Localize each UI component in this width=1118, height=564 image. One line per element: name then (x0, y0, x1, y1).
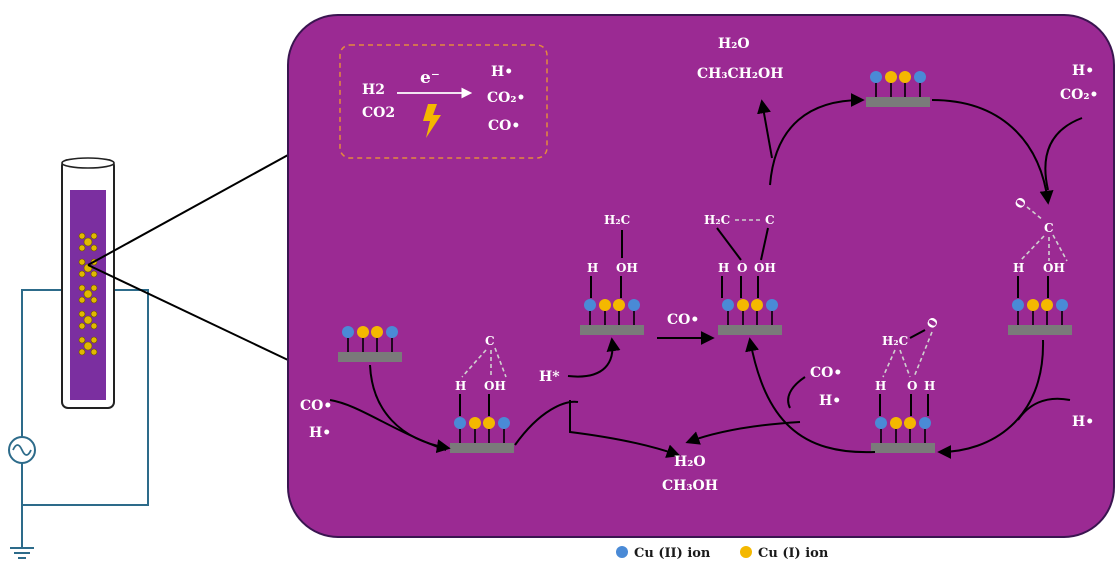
svg-text:H: H (718, 261, 729, 275)
arrow-to-hydroxy (567, 337, 621, 378)
intermediate-c-oh: H C OH (455, 334, 507, 416)
zoom-line-bottom (87, 264, 289, 361)
label-top-h2o: H₂O (718, 36, 750, 52)
reaction-panel (287, 14, 1115, 538)
circuit-wire-left (21, 289, 88, 548)
legend-cu1-swatch (740, 546, 752, 558)
legend: Cu (II) ion Cu (I) ion (616, 546, 829, 561)
lightning-icon (423, 104, 441, 138)
label-methanol: CH₃OH (662, 478, 718, 494)
label-h-star: H* (539, 369, 560, 385)
product-co: CO• (488, 118, 520, 134)
reactant-h2: H2 (362, 82, 385, 98)
arrow-h-in-right (1017, 397, 1071, 421)
reactor-apparatus (8, 154, 289, 559)
reaction-arrows (329, 93, 1083, 459)
label-bottom-h2o: H₂O (674, 454, 706, 470)
svg-text:O: O (737, 261, 747, 275)
svg-text:O: O (907, 379, 917, 393)
arrow-to-methoxy (937, 339, 1045, 459)
svg-text:H₂C: H₂C (882, 334, 908, 348)
svg-text:H₂C: H₂C (604, 213, 630, 227)
svg-text:C: C (485, 334, 495, 348)
legend-cu2-swatch (616, 546, 628, 558)
label-lower-h: H• (819, 393, 841, 409)
label-right-h: H• (1072, 63, 1094, 79)
arrow-to-regenerated (769, 93, 865, 186)
ground-icon (10, 547, 34, 559)
svg-text:C: C (1044, 221, 1054, 235)
arrow-h-co2-in (1044, 117, 1083, 191)
label-left-h: H• (309, 425, 331, 441)
svg-text:H: H (455, 379, 466, 393)
arrow-to-co-site (931, 99, 1054, 205)
svg-text:H: H (875, 379, 886, 393)
legend-cu1-label: Cu (I) ion (758, 546, 829, 561)
svg-text:OH: OH (484, 379, 506, 393)
label-lower-co: CO• (810, 365, 842, 381)
svg-text:H: H (1013, 261, 1024, 275)
label-left-co: CO• (300, 398, 332, 414)
svg-text:OH: OH (754, 261, 776, 275)
circuit-wire-right (22, 289, 149, 506)
svg-text:C: C (765, 213, 775, 227)
svg-text:H₂C: H₂C (704, 213, 730, 227)
product-h: H• (491, 64, 513, 80)
arrow-to-methanol (569, 400, 681, 458)
label-right-h-lower: H• (1072, 414, 1094, 430)
svg-text:H: H (924, 379, 935, 393)
reactant-co2: CO2 (362, 105, 395, 121)
arrow-co-h-in-lower (787, 376, 806, 409)
label-mid-co: CO• (667, 312, 699, 328)
arrow-to-ethanol (757, 99, 773, 159)
arrow-c-branch (514, 400, 579, 446)
inset-box (339, 44, 548, 159)
product-co2: CO₂• (487, 90, 525, 106)
zoom-line-top (87, 154, 289, 266)
arrow-co-h-in (329, 399, 447, 451)
svg-text:OH: OH (1043, 261, 1065, 275)
label-ethanol: CH₃CH₂OH (697, 66, 783, 82)
svg-text:H: H (587, 261, 598, 275)
arrow-methoxy-to-methanol (685, 421, 801, 445)
label-right-co2: CO₂• (1060, 87, 1098, 103)
electron-label: e⁻ (420, 68, 440, 88)
svg-text:OH: OH (616, 261, 638, 275)
intermediate-ch2o: H₂C O H O H (875, 315, 941, 416)
activation-inset: H2 CO2 e⁻ H• CO₂• CO• (339, 44, 548, 159)
intermediate-ch2-oh: H₂C H OH (587, 213, 638, 298)
intermediate-c2: H₂C C H O OH (704, 213, 776, 298)
arrow-methoxy-to-c2 (745, 337, 876, 454)
legend-cu2-label: Cu (II) ion (634, 546, 711, 561)
